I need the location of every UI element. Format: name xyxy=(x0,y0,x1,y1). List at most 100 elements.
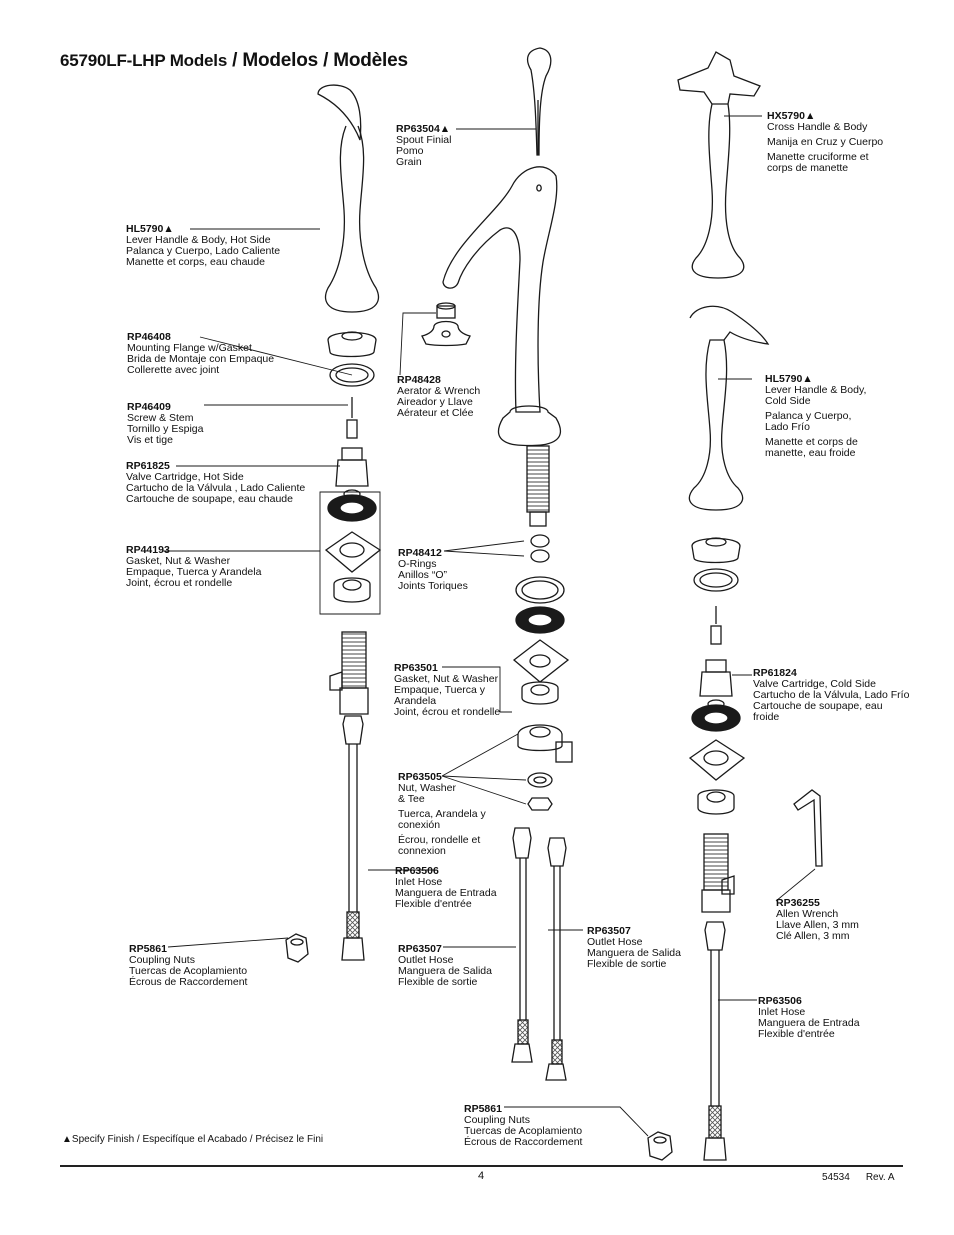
part-desc: O-Rings xyxy=(398,558,437,570)
part-desc: Écrous de Raccordement xyxy=(464,1136,583,1148)
part-desc: Allen Wrench xyxy=(776,908,839,920)
part-desc: Grain xyxy=(396,156,422,168)
part-desc: Manette cruciforme et xyxy=(767,151,869,163)
callout-rp63507-left: RP63507 Outlet Hose Manguera de Salida F… xyxy=(398,944,492,988)
part-desc: Vis et tige xyxy=(127,434,173,446)
callout-rp63501: RP63501 Gasket, Nut & Washer Empaque, Tu… xyxy=(394,663,500,718)
part-desc: Llave Allen, 3 mm xyxy=(776,919,859,931)
part-desc: Palanca y Cuerpo, xyxy=(765,410,852,422)
part-desc: Manguera de Entrada xyxy=(395,887,497,899)
callout-rp36255: RP36255 Allen Wrench Llave Allen, 3 mm C… xyxy=(776,898,859,942)
part-desc: Cartucho de la Válvula, Lado Frío xyxy=(753,689,910,701)
part-desc: Empaque, Tuerca y xyxy=(394,684,486,696)
callout-hl5790-cold: HL5790▲ Lever Handle & Body, Cold Side P… xyxy=(765,374,866,459)
part-desc: Joints Toriques xyxy=(398,580,468,592)
part-desc: Tuerca, Arandela y xyxy=(398,808,486,820)
part-desc: Cold Side xyxy=(765,395,811,407)
part-desc: Collerette avec joint xyxy=(127,364,220,376)
part-desc: manette, eau froide xyxy=(765,447,856,459)
part-desc: Brida de Montaje con Empaque xyxy=(127,353,275,365)
leader-lines xyxy=(162,115,816,1137)
part-desc: Outlet Hose xyxy=(587,936,643,948)
callout-rp63505: RP63505 Nut, Washer & Tee Tuerca, Arande… xyxy=(398,772,486,857)
callout-rp63506-right: RP63506 Inlet Hose Manguera de Entrada F… xyxy=(758,996,860,1040)
part-code: RP63506 xyxy=(758,995,802,1007)
part-desc: Gasket, Nut & Washer xyxy=(126,555,231,567)
part-desc: Cartouche de soupape, eau xyxy=(753,700,883,712)
part-code: RP63507 xyxy=(398,943,442,955)
callout-rp5861-bottom: RP5861 Coupling Nuts Tuercas de Acoplami… xyxy=(464,1104,582,1148)
part-code: HL5790▲ xyxy=(765,373,813,385)
part-desc: Coupling Nuts xyxy=(129,954,195,966)
part-desc: Joint, écrou et rondelle xyxy=(394,706,501,718)
part-desc: Coupling Nuts xyxy=(464,1114,530,1126)
part-desc: Cartouche de soupape, eau chaude xyxy=(126,493,293,505)
callout-rp63507-right: RP63507 Outlet Hose Manguera de Salida F… xyxy=(587,926,681,970)
part-desc: Manguera de Salida xyxy=(587,947,681,959)
page-title: 65790LF-LHP Models / Modelos / Modèles xyxy=(60,50,408,72)
callout-rp48428: RP48428 Aerator & Wrench Aireador y Llav… xyxy=(397,375,480,419)
part-desc: Cross Handle & Body xyxy=(767,121,868,133)
part-desc: Flexible de sortie xyxy=(398,976,478,988)
callout-rp61824: RP61824 Valve Cartridge, Cold Side Cartu… xyxy=(753,668,909,723)
part-desc: Inlet Hose xyxy=(395,876,443,888)
page-number: 4 xyxy=(478,1170,485,1182)
part-code: RP44193 xyxy=(126,544,170,556)
callout-rp46408: RP46408 Mounting Flange w/Gasket Brida d… xyxy=(127,332,274,376)
callout-rp5861-left: RP5861 Coupling Nuts Tuercas de Acoplami… xyxy=(129,944,247,988)
revision: Rev. A xyxy=(865,1172,895,1183)
part-desc: Manette et corps, eau chaude xyxy=(126,256,265,268)
part-code: RP63506 xyxy=(395,865,439,877)
footer-rule xyxy=(60,1165,903,1167)
title-languages: / Modelos / Modèles xyxy=(227,50,408,71)
part-desc: Tornillo y Espiga xyxy=(127,423,204,435)
part-desc: connexion xyxy=(398,845,446,857)
part-desc: Clé Allen, 3 mm xyxy=(776,930,850,942)
part-desc: Écrous de Raccordement xyxy=(129,976,248,988)
part-desc: Empaque, Tuerca y Arandela xyxy=(126,566,262,578)
hot-side-assembly xyxy=(285,84,382,963)
part-code: RP48412 xyxy=(398,547,442,559)
part-desc: Spout Finial xyxy=(396,134,452,146)
part-code: RP48428 xyxy=(397,374,441,386)
part-code: RP5861 xyxy=(464,1103,502,1115)
callout-rp63504: RP63504▲ Spout Finial Pomo Grain xyxy=(396,124,451,168)
part-desc: Tuercas de Acoplamiento xyxy=(464,1125,583,1137)
part-desc: Manguera de Entrada xyxy=(758,1017,860,1029)
part-desc: Nut, Washer xyxy=(398,782,456,794)
part-desc: Flexible d'entrée xyxy=(758,1028,835,1040)
finish-footnote: ▲Specify Finish / Especifíque el Acabado… xyxy=(62,1134,324,1145)
part-desc: Pomo xyxy=(396,145,424,157)
doc-number: 54534 xyxy=(822,1172,850,1183)
part-desc: Tuercas de Acoplamiento xyxy=(129,965,248,977)
title-model: 65790LF-LHP Models xyxy=(60,51,228,70)
part-code: RP61825 xyxy=(126,460,170,472)
part-code: RP63504▲ xyxy=(396,123,451,135)
callout-rp46409: RP46409 Screw & Stem Tornillo y Espiga V… xyxy=(127,402,203,446)
part-desc: Mounting Flange w/Gasket xyxy=(127,342,252,354)
document-number: 54534 Rev. A xyxy=(822,1172,895,1183)
part-desc: Manija en Cruz y Cuerpo xyxy=(767,136,884,148)
part-desc: Manguera de Salida xyxy=(398,965,492,977)
part-desc: Anillos “O” xyxy=(398,569,448,581)
callout-hl5790-hot: HL5790▲ Lever Handle & Body, Hot Side Pa… xyxy=(126,224,280,268)
part-code: RP46409 xyxy=(127,401,171,413)
part-desc: Lado Frío xyxy=(765,421,810,433)
part-code: RP5861 xyxy=(129,943,167,955)
part-code: RP46408 xyxy=(127,331,171,343)
part-desc: Aerator & Wrench xyxy=(397,385,481,397)
part-desc: Lever Handle & Body, Hot Side xyxy=(126,234,271,246)
part-desc: Manette et corps de xyxy=(765,436,858,448)
part-code: HL5790▲ xyxy=(126,223,174,235)
part-code: RP63501 xyxy=(394,662,438,674)
part-desc: Inlet Hose xyxy=(758,1006,806,1018)
part-desc: Palanca y Cuerpo, Lado Caliente xyxy=(126,245,281,257)
part-desc: Flexible de sortie xyxy=(587,958,667,970)
part-desc: froide xyxy=(753,711,780,723)
part-desc: conexión xyxy=(398,819,441,831)
part-desc: Valve Cartridge, Hot Side xyxy=(126,471,244,483)
part-desc: Cartucho de la Válvula , Lado Caliente xyxy=(126,482,306,494)
part-desc: Aireador y Llave xyxy=(397,396,473,408)
part-desc: Screw & Stem xyxy=(127,412,194,424)
